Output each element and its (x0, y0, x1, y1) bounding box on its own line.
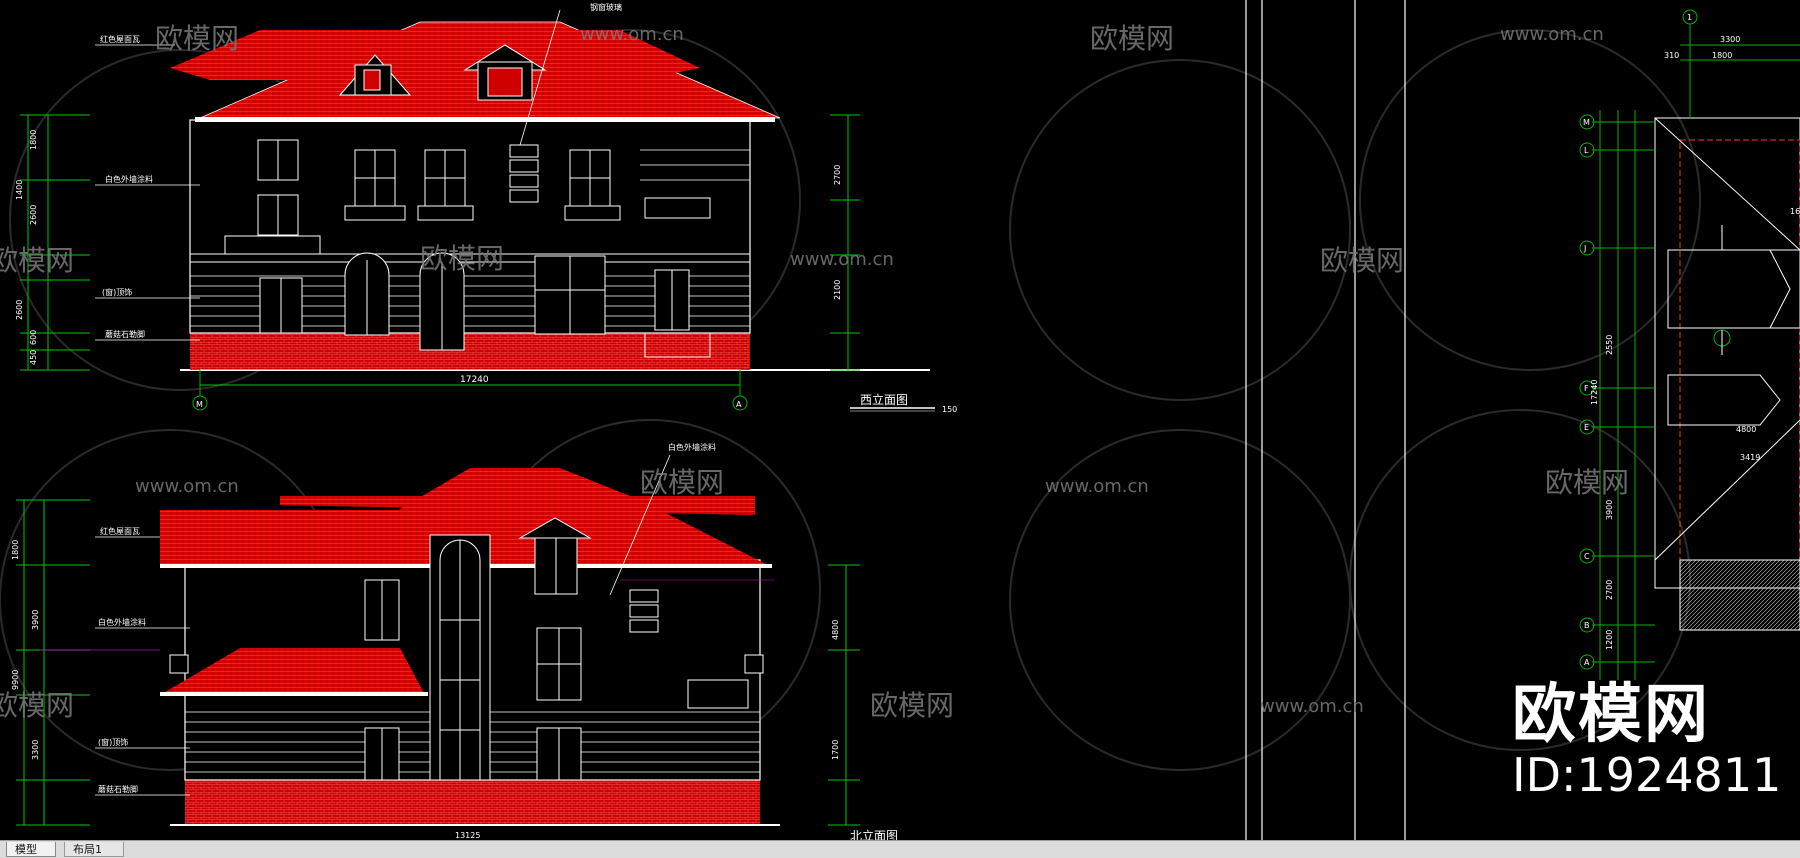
dim-1400: 1400 (15, 180, 24, 200)
brand-watermark: 欧模网 ID:1924811 (1512, 680, 1781, 800)
axis-a: A (736, 400, 742, 409)
dim-plan-2700: 2700 (1605, 580, 1614, 600)
wm-5: 欧模网 (1320, 244, 1404, 277)
frame-lines (1245, 0, 1406, 840)
cad-canvas[interactable]: 1800 1400 2600 2600 600 450 2700 2100 红色… (0, 0, 1800, 840)
dim-north-total: 13125 (455, 831, 480, 840)
title-west-scale: 150 (942, 405, 957, 414)
axis-plan-e: E (1584, 423, 1589, 432)
dim-plan-3300: 3300 (1720, 35, 1740, 44)
north-dim-texts: 1800 3900 9900 3300 4800 1700 (11, 540, 840, 760)
dim-plan-1200: 1200 (1605, 630, 1614, 650)
title-north-elevation: 北立面图 (850, 828, 898, 840)
dim-9900: 9900 (11, 670, 20, 690)
wm-2: 欧模网 (1090, 22, 1174, 55)
label-glass: 钢窗玻璃 (590, 2, 622, 12)
dim-plan-4800: 4800 (1736, 425, 1756, 434)
dim-3300: 3300 (31, 740, 40, 760)
axis-plan-m: M (1583, 118, 1590, 127)
dim-plan-17240: 17240 (1590, 380, 1599, 405)
axis-plan-c: C (1584, 552, 1590, 561)
dim-1700: 1700 (831, 740, 840, 760)
watermarks: 欧模网 www.om.cn 欧模网 www.om.cn 欧模网 欧模网 www.… (0, 22, 1629, 722)
dim-1800: 1800 (29, 130, 38, 150)
dim-west-total: 17240 (460, 375, 489, 385)
west-dim-texts: 1800 1400 2600 2600 600 450 2700 2100 (15, 130, 842, 365)
plan-axes (1579, 9, 1800, 680)
title-west-elevation: 西立面图 (860, 392, 908, 407)
tab-model[interactable]: 模型 (6, 842, 56, 857)
label-roof-tile: 红色屋面瓦 (100, 34, 140, 44)
dim-2600: 2600 (29, 205, 38, 225)
label-north-cast: 白色外墙涂料 (668, 442, 716, 452)
label-north-cornice: (窗)顶饰 (98, 737, 128, 747)
label-north-roof: 红色屋面瓦 (100, 526, 140, 536)
dim-1800b: 1800 (11, 540, 20, 560)
wm-7: 欧模网 (1545, 466, 1629, 499)
dim-plan-1800: 1800 (1712, 51, 1732, 60)
label-north-stone: 蘑菇石勒脚 (98, 784, 138, 794)
dim-plan-3419: 3419 (1740, 453, 1760, 462)
dim-plan-310: 310 (1664, 51, 1679, 60)
wm-8: 欧模网 (0, 689, 74, 722)
dim-plan-1650: 1650 (1790, 207, 1800, 216)
west-axis: 17240 M A (192, 369, 748, 411)
wm-3: 欧模网 (0, 244, 74, 277)
west-title: 西立面图 150 (850, 392, 957, 414)
axis-m: M (196, 400, 203, 409)
label-stone-base: 蘑菇石勒脚 (105, 329, 145, 339)
dim-2700: 2700 (833, 165, 842, 185)
label-white-paint: 白色外墙涂料 (105, 174, 153, 184)
plan-axis-labels: 1 M L J F E C B A 3300 1800 1650 310 341… (1583, 13, 1800, 667)
wm-url-1: www.om.cn (580, 24, 684, 45)
tab-layout1[interactable]: 布局1 (64, 842, 124, 857)
wm-6: 欧模网 (640, 466, 724, 499)
axis-plan-j: J (1583, 244, 1586, 253)
axis-plan-f: F (1584, 384, 1589, 393)
west-dimensions-left (20, 114, 860, 371)
dim-450: 450 (29, 350, 38, 365)
north-title: 北立面图 13125 (455, 828, 898, 840)
label-cornice: (窗)顶饰 (102, 287, 132, 297)
dim-2600b: 2600 (15, 300, 24, 320)
wm-url-3: www.om.cn (790, 249, 894, 270)
brand-id-text: ID:1924811 (1512, 748, 1782, 802)
north-elevation[interactable] (160, 468, 780, 826)
brand-logo-text: 欧模网 (1512, 678, 1710, 752)
wm-url-5: www.om.cn (1045, 476, 1149, 497)
roof-plan[interactable] (1654, 117, 1800, 631)
west-elevation[interactable] (170, 21, 930, 371)
wm-9: 欧模网 (870, 689, 954, 722)
dim-4800: 4800 (831, 620, 840, 640)
wm-1: 欧模网 (155, 22, 239, 55)
wm-url-4: www.om.cn (135, 476, 239, 497)
axis-1: 1 (1687, 13, 1692, 22)
wm-url-6: www.om.cn (1260, 696, 1364, 717)
axis-plan-b: B (1584, 621, 1590, 630)
layout-tab-bar: 模型 布局1 (0, 840, 1800, 858)
west-labels: 红色屋面瓦 白色外墙涂料 (窗)顶饰 蘑菇石勒脚 钢窗玻璃 (95, 2, 622, 341)
dim-600: 600 (29, 330, 38, 345)
axis-plan-l: L (1584, 146, 1589, 155)
label-north-paint: 白色外墙涂料 (98, 617, 146, 627)
wm-url-2: www.om.cn (1500, 24, 1604, 45)
dim-3900: 3900 (31, 610, 40, 630)
axis-plan-a: A (1584, 658, 1590, 667)
dim-2100: 2100 (833, 280, 842, 300)
dim-plan-3900: 3900 (1605, 500, 1614, 520)
wm-4: 欧模网 (420, 242, 504, 275)
dim-plan-2550: 2550 (1605, 335, 1614, 355)
north-labels: 红色屋面瓦 白色外墙涂料 (窗)顶饰 蘑菇石勒脚 白色外墙涂料 (40, 442, 775, 796)
